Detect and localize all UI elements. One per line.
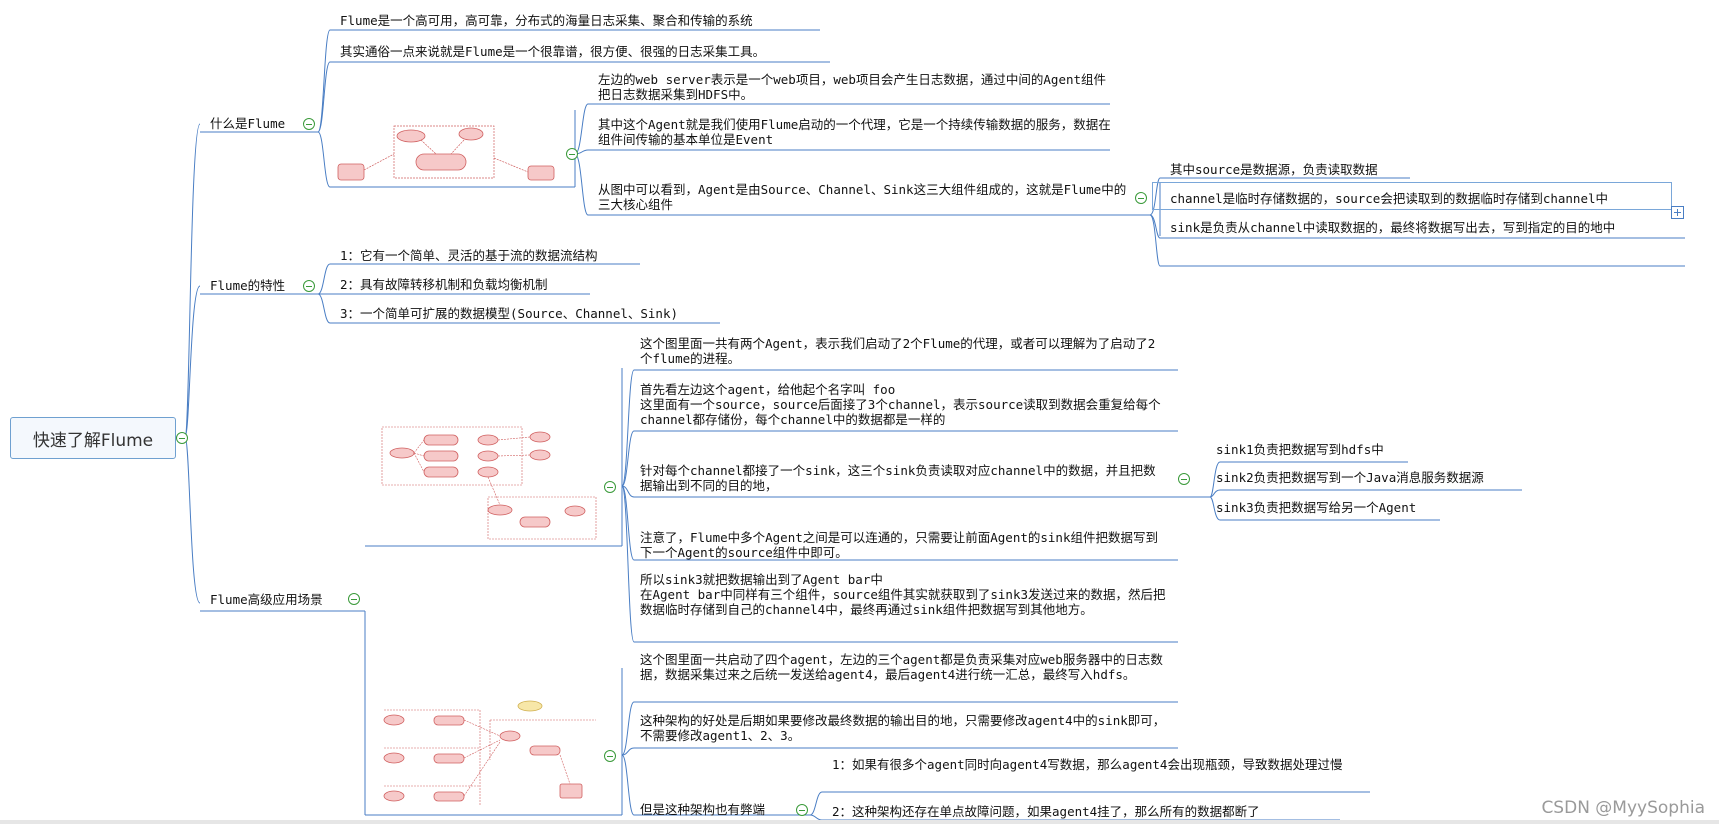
branch-advanced-scenarios[interactable]: Flume高级应用场景 (210, 592, 323, 607)
branch-features[interactable]: Flume的特性 (210, 278, 285, 293)
sink-item-2[interactable]: sink2负责把数据写到一个Java消息服务数据源 (1216, 470, 1484, 485)
drawback-item-1[interactable]: 1：如果有很多个agent同时向agent4写数据，那么agent4会出现瓶颈，… (832, 757, 1343, 772)
horizontal-scrollbar[interactable] (0, 820, 1719, 824)
scene2-collapse-toggle[interactable] (604, 750, 616, 762)
sinks-collapse-toggle[interactable] (1178, 473, 1190, 485)
branch-label: 什么是Flume (210, 116, 286, 131)
branch-features-collapse-toggle[interactable] (303, 280, 315, 292)
selected-node-outline (1152, 182, 1672, 210)
drawback-item-2[interactable]: 2：这种架构还存在单点故障问题，如果agent4挂了，那么所有的数据都断了 (832, 804, 1260, 819)
component-channel[interactable]: channel是临时存储数据的，source会把读取到的数据临时存储到chann… (1170, 191, 1609, 206)
scene2-note-1[interactable]: 这个图里面一共启动了四个agent，左边的三个agent都是负责采集对应web服… (640, 652, 1163, 682)
feature-item-2[interactable]: 2：具有故障转移机制和负载均衡机制 (340, 277, 548, 292)
multi-channel-agent-thumbnail (380, 425, 600, 545)
what-diagram-note-1[interactable]: 左边的web server表示是一个web项目，web项目会产生日志数据，通过中… (598, 72, 1107, 102)
scene1-note-5[interactable]: 所以sink3就把数据输出到了Agent bar中 在Agent bar中同样有… (640, 572, 1166, 617)
component-sink[interactable]: sink是负责从channel中读取数据的，最终将数据写出去，写到指定的目的地中 (1170, 220, 1616, 235)
add-node-icon[interactable] (1671, 206, 1684, 219)
four-agent-thumbnail (380, 700, 600, 810)
scene2-note-2[interactable]: 这种架构的好处是后期如果要修改最终数据的输出目的地，只需要修改agent4中的s… (640, 713, 1166, 743)
scene1-note-2[interactable]: 首先看左边这个agent，给他起个名字叫 foo 这里面有一个source，so… (640, 382, 1161, 427)
sink-item-1[interactable]: sink1负责把数据写到hdfs中 (1216, 442, 1384, 457)
scene2-note-3[interactable]: 但是这种架构也有弊端 (640, 802, 766, 817)
branch-advanced-collapse-toggle[interactable] (348, 593, 360, 605)
scene1-note-3[interactable]: 针对每个channel都接了一个sink，这三个sink负责读取对应channe… (640, 463, 1156, 493)
multi-channel-diagram-image (381, 426, 597, 540)
drawbacks-collapse-toggle[interactable] (796, 804, 808, 816)
branch-label: Flume高级应用场景 (210, 592, 323, 607)
root-collapse-toggle[interactable] (176, 432, 188, 444)
root-label: 快速了解Flume (32, 430, 154, 451)
components-collapse-toggle[interactable] (1135, 192, 1147, 204)
scene1-collapse-toggle[interactable] (604, 481, 616, 493)
root-node[interactable]: 快速了解Flume (10, 417, 176, 459)
four-agent-diagram-image (383, 700, 596, 806)
what-diagram-note-2[interactable]: 其中这个Agent就是我们使用Flume启动的一个代理，它是一个持续传输数据的服… (598, 117, 1111, 147)
what-diagram-collapse-toggle[interactable] (566, 148, 578, 160)
watermark: CSDN @MyySophia (1541, 798, 1705, 818)
architecture-diagram-image (337, 125, 555, 181)
scene1-note-4[interactable]: 注意了，Flume中多个Agent之间是可以连通的，只需要让前面Agent的si… (640, 530, 1158, 560)
sink-item-3[interactable]: sink3负责把数据写给另一个Agent (1216, 500, 1417, 515)
scene1-note-1[interactable]: 这个图里面一共有两个Agent，表示我们启动了2个Flume的代理，或者可以理解… (640, 336, 1156, 366)
branch-what-collapse-toggle[interactable] (303, 118, 315, 130)
feature-item-3[interactable]: 3：一个简单可扩展的数据模型(Source、Channel、Sink) (340, 306, 679, 321)
what-item-1[interactable]: Flume是一个高可用，高可靠，分布式的海量日志采集、聚合和传输的系统 (340, 13, 753, 28)
component-source[interactable]: 其中source是数据源，负责读取数据 (1170, 162, 1378, 177)
flume-architecture-thumbnail (336, 118, 561, 184)
branch-label: Flume的特性 (210, 278, 286, 293)
feature-item-1[interactable]: 1：它有一个简单、灵活的基于流的数据流结构 (340, 248, 598, 263)
branch-what-is-flume[interactable]: 什么是Flume (210, 116, 285, 131)
what-diagram-note-3[interactable]: 从图中可以看到，Agent是由Source、Channel、Sink这三大组件组… (598, 182, 1127, 212)
what-item-2[interactable]: 其实通俗一点来说就是Flume是一个很靠谱，很方便、很强的日志采集工具。 (340, 44, 766, 59)
